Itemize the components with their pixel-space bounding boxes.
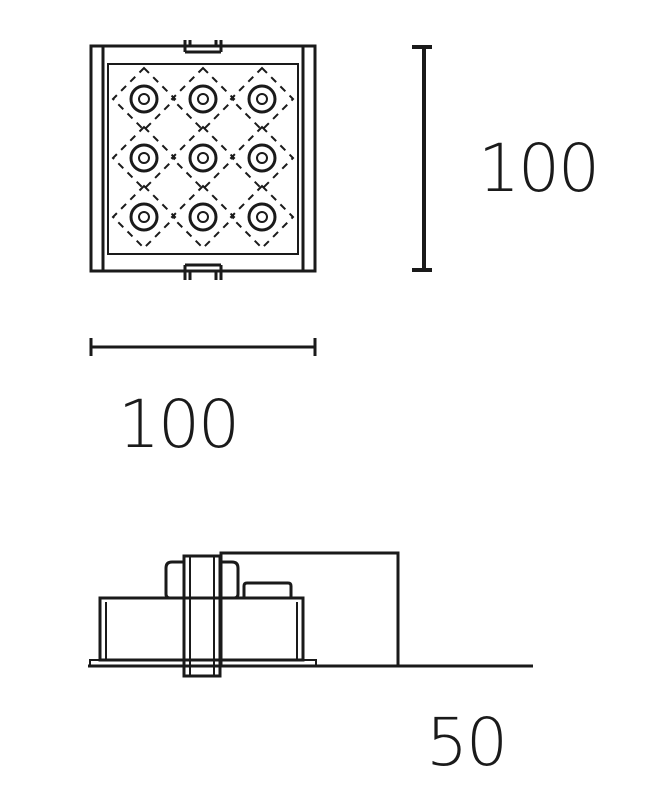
top-clip [183,40,223,54]
housing-body [98,596,305,662]
led-1-1 [129,84,159,114]
height-dimension-line [412,45,432,272]
led-1-3 [247,84,277,114]
led-3-2 [188,202,218,232]
spring-clip [164,554,240,678]
led-2-1 [129,143,159,173]
inner-panel [107,63,299,255]
bottom-clip [183,263,223,280]
connector [242,581,293,598]
width-dimension-label: 100 [118,386,240,463]
led-grid [129,84,277,232]
led-3-3 [247,202,277,232]
outer-frame [89,44,317,273]
led-2-2 [188,143,218,173]
width-dimension-line [89,338,317,356]
led-3-1 [129,202,159,232]
front-view [89,40,317,280]
driver-box [219,551,400,668]
side-view [88,551,533,678]
led-1-2 [188,84,218,114]
height-dimension-label: 100 [478,130,600,207]
led-2-3 [247,143,277,173]
reflector-pattern [111,66,295,250]
depth-dimension-label: 50 [426,704,508,781]
